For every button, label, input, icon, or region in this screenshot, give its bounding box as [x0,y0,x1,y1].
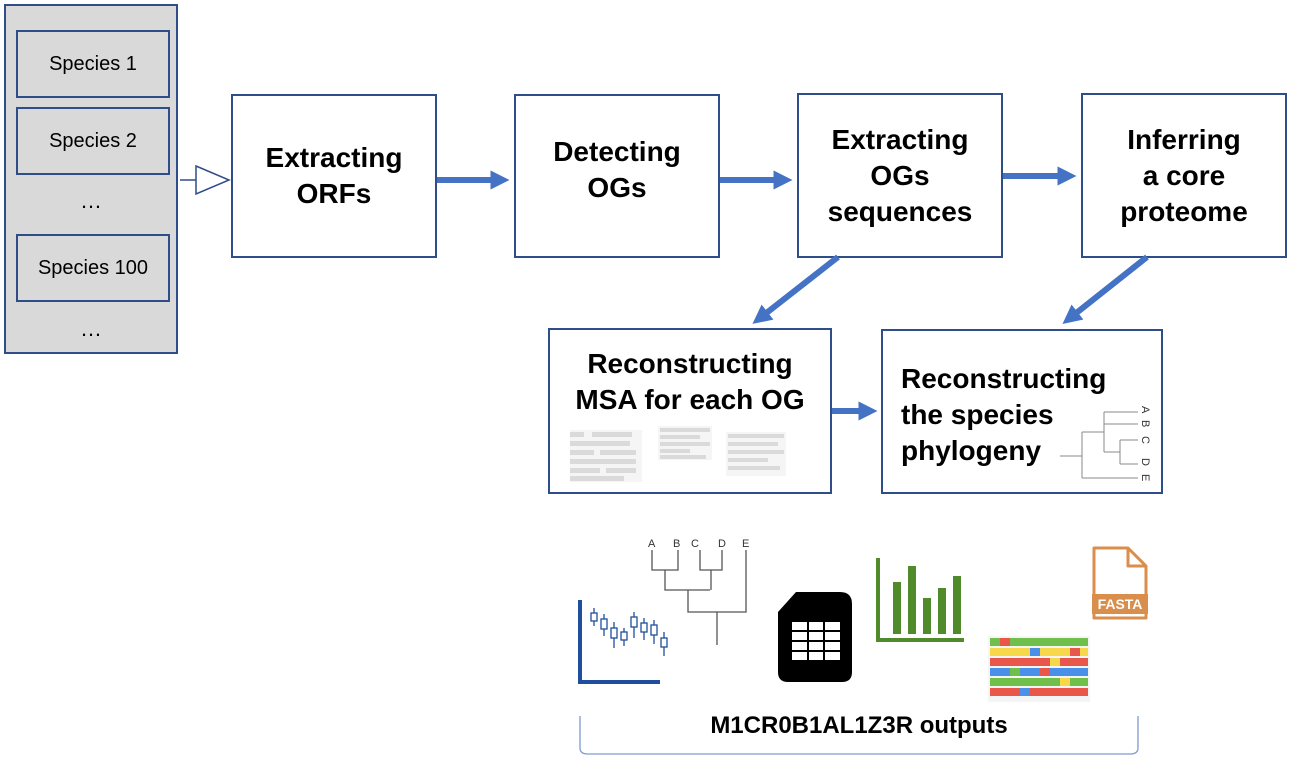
species-2-label: Species 2 [49,129,137,152]
msa-thumbnail-3 [726,432,786,476]
arrow-sequences-to-msa [752,254,840,324]
tree-leaf-a: A [1139,406,1151,414]
species-panel: Species 1 Species 2 … Species 100 … [4,4,178,354]
step-extracting-og-sequences-line-2: OGs [870,159,930,191]
tree-leaf-b: B [1139,420,1151,427]
boxplot-icon [578,600,668,684]
tree-icon-leaf-e: E [742,538,749,550]
step-inferring-core-proteome: Inferring a core proteome [1081,93,1287,258]
species-connector [180,164,231,196]
bar-chart-icon [876,558,964,642]
step-extracting-og-sequences-line-3: sequences [827,195,973,227]
step-extracting-og-sequences: Extracting OGs sequences [797,93,1003,258]
step-extracting-orfs-line-1: Extracting [265,142,403,173]
phylogenetic-tree-icon: A B C D E [648,538,749,645]
step-extracting-orfs: Extracting ORFs [231,94,437,258]
tree-icon-leaf-b: B [673,538,680,550]
fasta-badge-label: FASTA [1098,596,1143,612]
sequence-alignment-icon [988,636,1090,702]
msa-thumbnail-1 [570,430,642,482]
tree-icon-leaf-c: C [691,538,699,550]
spreadsheet-document-icon [778,592,852,682]
phylogeny-tree-leaf-labels: A B C D E [1139,406,1151,481]
phylogeny-tree-thumbnail [1060,411,1138,479]
step-detecting-ogs-line-2: OGs [587,172,647,203]
tree-leaf-e: E [1139,474,1151,481]
step-detecting-ogs: Detecting OGs [514,94,720,258]
species-2-box: Species 2 [16,107,170,175]
msa-thumbnail-2 [658,426,712,460]
fasta-file-icon: FASTA [1092,546,1148,620]
species-100-label: Species 100 [37,256,149,279]
species-1-box: Species 1 [16,30,170,98]
step-inferring-core-proteome-line-3: proteome [1120,195,1248,227]
tree-icon-leaf-d: D [718,538,726,550]
step-inferring-core-proteome-line-2: a core [1142,159,1226,191]
tree-icon-leaf-a: A [648,538,656,550]
species-ellipsis-2: … [80,316,102,341]
step-detecting-ogs-line-1: Detecting [553,136,681,167]
species-100-box: Species 100 [16,234,170,302]
species-ellipsis-1: … [80,188,102,213]
step-reconstructing-phylogeny-line-3: phylogeny [901,435,1042,466]
tree-leaf-d: D [1139,458,1151,466]
step-extracting-orfs-line-2: ORFs [296,178,372,209]
outputs-label: M1CR0B1AL1Z3R outputs [710,712,1008,739]
step-extracting-og-sequences-line-1: Extracting [831,123,969,155]
species-1-label: Species 1 [49,52,137,75]
outputs-bracket [579,716,1139,755]
step-reconstructing-phylogeny-line-1: Reconstructing [901,363,1107,394]
step-reconstructing-phylogeny-line-2: the species [901,399,1054,430]
step-reconstructing-msa-line-2: MSA for each OG [575,384,805,415]
step-inferring-core-proteome-line-1: Inferring [1127,123,1241,155]
tree-leaf-c: C [1139,436,1151,444]
step-reconstructing-msa-line-1: Reconstructing [587,348,793,379]
arrow-core-to-phylogeny [1062,254,1149,324]
